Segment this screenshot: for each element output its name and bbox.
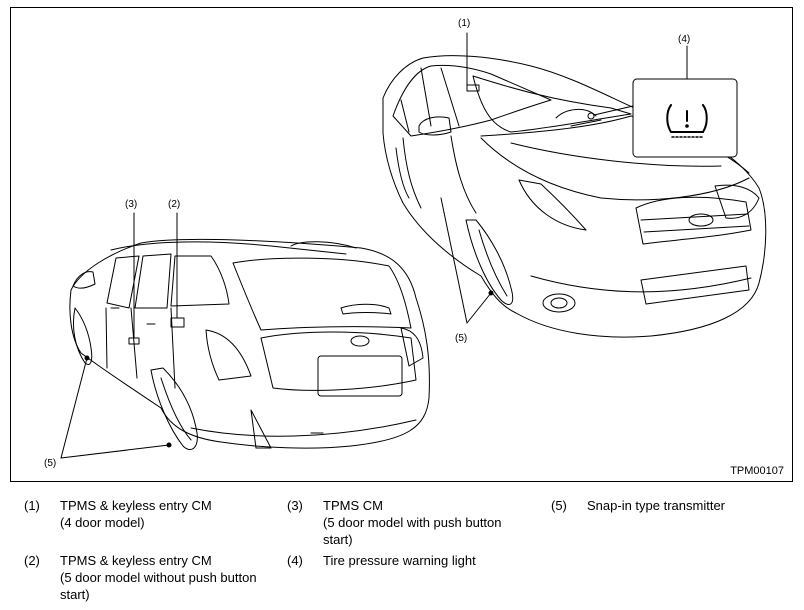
legend-line: start): [323, 532, 353, 547]
legend-line: TPMS & keyless entry CM: [60, 553, 212, 568]
tpms-warning-light-inset: [632, 78, 738, 158]
legend-line: (5 door model without push button: [60, 570, 257, 585]
legend-line: start): [60, 587, 90, 602]
legend-line: (5 door model with push button: [323, 515, 502, 530]
legend-num: (5): [551, 498, 567, 513]
legend-line: (4 door model): [60, 515, 145, 530]
callout-5-wagon: (5): [44, 458, 56, 469]
callout-2: (2): [168, 199, 180, 210]
wagon-drawing: [69, 238, 430, 450]
legend-text: Tire pressure warning light: [323, 552, 476, 569]
tpms-warning-icon: [666, 104, 708, 138]
legend-num: (3): [287, 498, 303, 513]
callout-1: (1): [458, 18, 470, 29]
legend-text: TPMS CM (5 door model with push button s…: [323, 497, 502, 548]
vehicle-illustration: (1) (4) (5) (3) (2) (5): [44, 18, 767, 469]
callout-4: (4): [678, 34, 690, 45]
leader-lines: [60, 32, 688, 459]
legend-text: TPMS & keyless entry CM (5 door model wi…: [60, 552, 257, 603]
legend-line: TPMS & keyless entry CM: [60, 498, 212, 513]
callout-3: (3): [125, 199, 137, 210]
sedan-drawing: [382, 55, 767, 338]
legend-text: TPMS & keyless entry CM (4 door model): [60, 497, 212, 531]
legend-line: Snap-in type transmitter: [587, 498, 726, 513]
legend-line: TPMS CM: [323, 498, 383, 513]
legend-line: Tire pressure warning light: [323, 553, 476, 568]
callout-5-sedan: (5): [455, 333, 467, 344]
legend-text: Snap-in type transmitter: [587, 497, 725, 514]
legend-num: (1): [24, 498, 40, 513]
diagram-frame: (1) (4) (5) (3) (2) (5) TPM00107: [10, 7, 793, 482]
legend-num: (4): [287, 553, 303, 568]
figure-code: TPM00107: [730, 465, 784, 477]
legend-num: (2): [24, 553, 40, 568]
